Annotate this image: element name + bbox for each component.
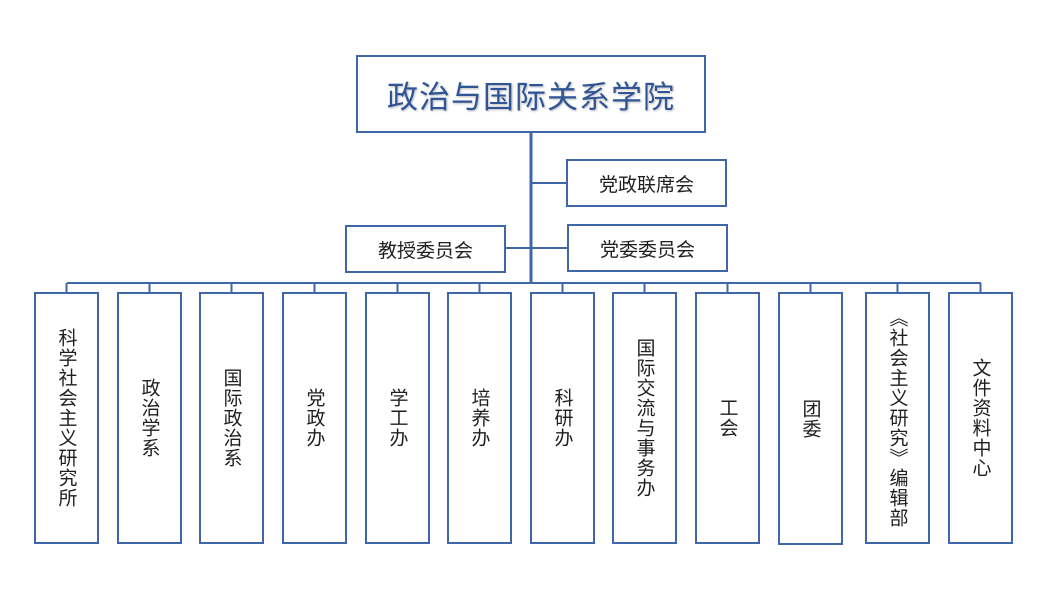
department-box: 《社会主义研究》编辑部 (865, 292, 930, 544)
department-label: 培养办 (468, 388, 491, 448)
department-label: 国际交流与事务办 (633, 338, 656, 498)
department-box: 国际政治系 (199, 292, 264, 544)
professors-committee-box: 教授委员会 (345, 225, 506, 273)
joint-meeting-label: 党政联席会 (598, 173, 694, 196)
department-label: 文件资料中心 (969, 358, 992, 478)
department-box: 党政办 (282, 292, 347, 544)
department-label: 政治学系 (138, 378, 161, 458)
department-label: 《社会主义研究》编辑部 (886, 308, 909, 528)
department-box: 工会 (695, 292, 760, 544)
department-label: 科研办 (551, 388, 574, 448)
department-label: 科学社会主义研究所 (55, 328, 78, 508)
department-label: 党政办 (303, 388, 326, 448)
department-label: 团委 (799, 398, 822, 439)
department-box: 国际交流与事务办 (612, 292, 677, 544)
department-box: 团委 (778, 292, 843, 545)
party-committee-label: 党委委员会 (599, 238, 695, 261)
department-label: 工会 (716, 398, 739, 438)
department-box: 培养办 (447, 292, 512, 544)
party-committee-box: 党委委员会 (567, 224, 728, 272)
department-box: 科学社会主义研究所 (34, 292, 99, 544)
department-box: 文件资料中心 (948, 292, 1013, 544)
professors-committee-label: 教授委员会 (377, 239, 473, 262)
department-label: 学工办 (386, 388, 409, 448)
department-box: 政治学系 (117, 292, 182, 544)
department-label: 国际政治系 (220, 368, 243, 468)
college-title-box: 政治与国际关系学院 (356, 55, 706, 133)
department-box: 学工办 (365, 292, 430, 544)
joint-meeting-box: 党政联席会 (566, 159, 727, 207)
college-title: 政治与国际关系学院 (387, 79, 675, 116)
department-box: 科研办 (530, 292, 595, 544)
